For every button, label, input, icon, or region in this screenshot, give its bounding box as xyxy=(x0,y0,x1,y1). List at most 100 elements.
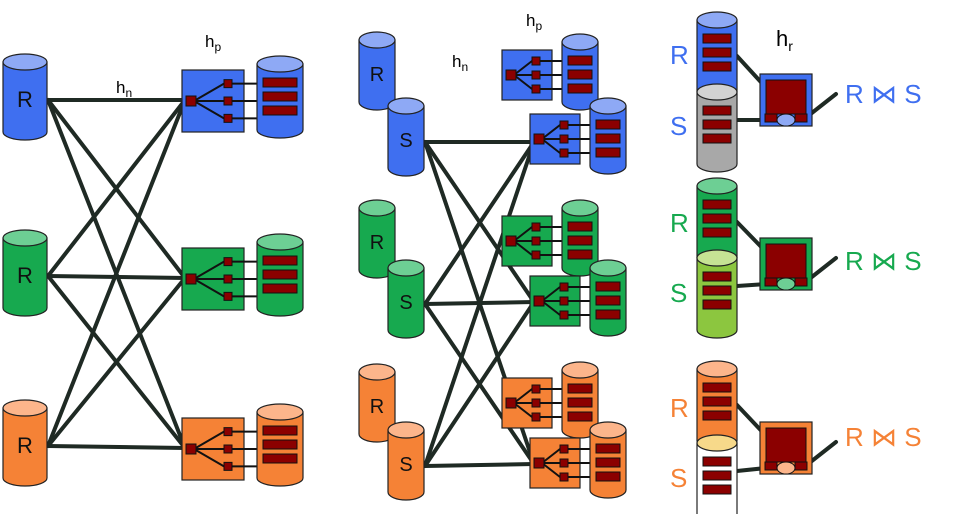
fanout-node xyxy=(559,296,569,306)
join-port xyxy=(764,277,778,287)
data-block xyxy=(702,299,732,310)
fanout-line xyxy=(513,240,533,256)
cylinder-top xyxy=(256,55,304,73)
join-port xyxy=(794,113,808,123)
storage-blocks xyxy=(567,221,593,260)
node-label: R xyxy=(370,64,384,86)
cylinder-top xyxy=(561,33,599,51)
panel1-target-store xyxy=(256,403,304,487)
row1-r-label: R xyxy=(670,40,689,70)
cylinder-body xyxy=(2,61,48,141)
row2-join-label: R ⋈ S xyxy=(845,246,922,276)
fanout-node xyxy=(223,79,233,89)
row1-s-label: S xyxy=(670,111,687,141)
panel2-source-r: R xyxy=(358,31,396,111)
panel2-target-store xyxy=(561,33,599,111)
data-block xyxy=(262,269,298,280)
fanout-node xyxy=(223,461,233,471)
panel3-r-store xyxy=(696,177,738,267)
data-block xyxy=(595,457,621,468)
cylinder-top xyxy=(696,83,738,101)
panel2-partitioner xyxy=(529,113,602,165)
panel3-hr-label: hr xyxy=(776,26,793,54)
row3-join-label: R ⋈ S xyxy=(845,422,922,452)
join-buffer xyxy=(765,79,807,115)
data-block xyxy=(567,221,593,232)
data-block xyxy=(702,199,732,210)
panel2-source-s: S xyxy=(387,97,425,177)
cylinder-top xyxy=(589,97,627,115)
panel1-partitioner xyxy=(181,247,266,311)
data-block xyxy=(567,235,593,246)
fanout-node xyxy=(531,222,541,232)
panel1-source-r: R xyxy=(2,53,48,141)
cylinder-body xyxy=(696,91,738,173)
data-block xyxy=(702,271,732,282)
node-label: R xyxy=(370,232,384,254)
join-operator xyxy=(759,237,813,291)
panel2-target-store xyxy=(589,97,627,175)
panel1-hn-label: hn xyxy=(116,78,132,100)
panel3-s-store xyxy=(696,83,738,173)
data-block xyxy=(262,91,298,102)
panel3-s-store xyxy=(696,249,738,339)
row3-s-label: S xyxy=(670,463,687,493)
fanout-line xyxy=(513,74,533,90)
data-block xyxy=(702,47,732,58)
panel3-r-store xyxy=(696,11,738,101)
panel2-source-s: S xyxy=(387,421,425,501)
panel1-target-store xyxy=(256,233,304,317)
fanout-node xyxy=(223,96,233,106)
fanout-root xyxy=(185,443,197,455)
panel3-edge xyxy=(806,92,838,118)
data-block xyxy=(567,383,593,394)
cylinder-top xyxy=(358,199,396,217)
panel1-partitioner xyxy=(181,69,266,133)
fanout-root xyxy=(533,133,545,145)
data-block xyxy=(702,61,732,72)
cylinder-top xyxy=(696,11,738,29)
row2-r-label: R xyxy=(670,208,689,238)
data-block xyxy=(595,119,621,130)
row2-s-label: S xyxy=(670,278,687,308)
join-port xyxy=(794,277,808,287)
storage-blocks xyxy=(262,425,298,464)
join-port xyxy=(794,461,808,471)
fanout-line xyxy=(541,138,561,154)
fanout-line xyxy=(193,278,225,298)
panel2-partitioner xyxy=(529,275,602,327)
fanout-node xyxy=(223,257,233,267)
node-label: R xyxy=(17,87,33,112)
node-label: S xyxy=(399,130,412,152)
storage-blocks xyxy=(595,119,621,158)
data-block xyxy=(595,471,621,482)
cylinder-top xyxy=(696,249,738,267)
data-block xyxy=(567,249,593,260)
panel2-source-s: S xyxy=(387,259,425,339)
fanout-line xyxy=(541,462,561,478)
storage-blocks xyxy=(702,382,732,421)
panel1-target-store xyxy=(256,55,304,139)
cylinder-top xyxy=(2,53,48,71)
data-block xyxy=(702,285,732,296)
join-port xyxy=(764,113,778,123)
panel2-edge xyxy=(423,140,536,306)
join-probe xyxy=(776,461,796,475)
cylinder-top xyxy=(561,361,599,379)
fanout-line xyxy=(541,448,561,464)
join-operator xyxy=(759,73,813,127)
panel1-source-r: R xyxy=(2,229,48,317)
panel2-source-r: R xyxy=(358,199,396,279)
data-block xyxy=(702,382,732,393)
data-block xyxy=(702,410,732,421)
cylinder-body xyxy=(387,267,425,339)
fanout-node xyxy=(223,427,233,437)
fanout-line xyxy=(193,82,225,102)
fanout-line xyxy=(541,124,561,140)
data-block xyxy=(702,396,732,407)
fanout-line xyxy=(193,430,225,450)
panel1-edge xyxy=(46,276,187,448)
data-block xyxy=(262,255,298,266)
cylinder-body xyxy=(387,105,425,177)
storage-blocks xyxy=(702,456,732,495)
